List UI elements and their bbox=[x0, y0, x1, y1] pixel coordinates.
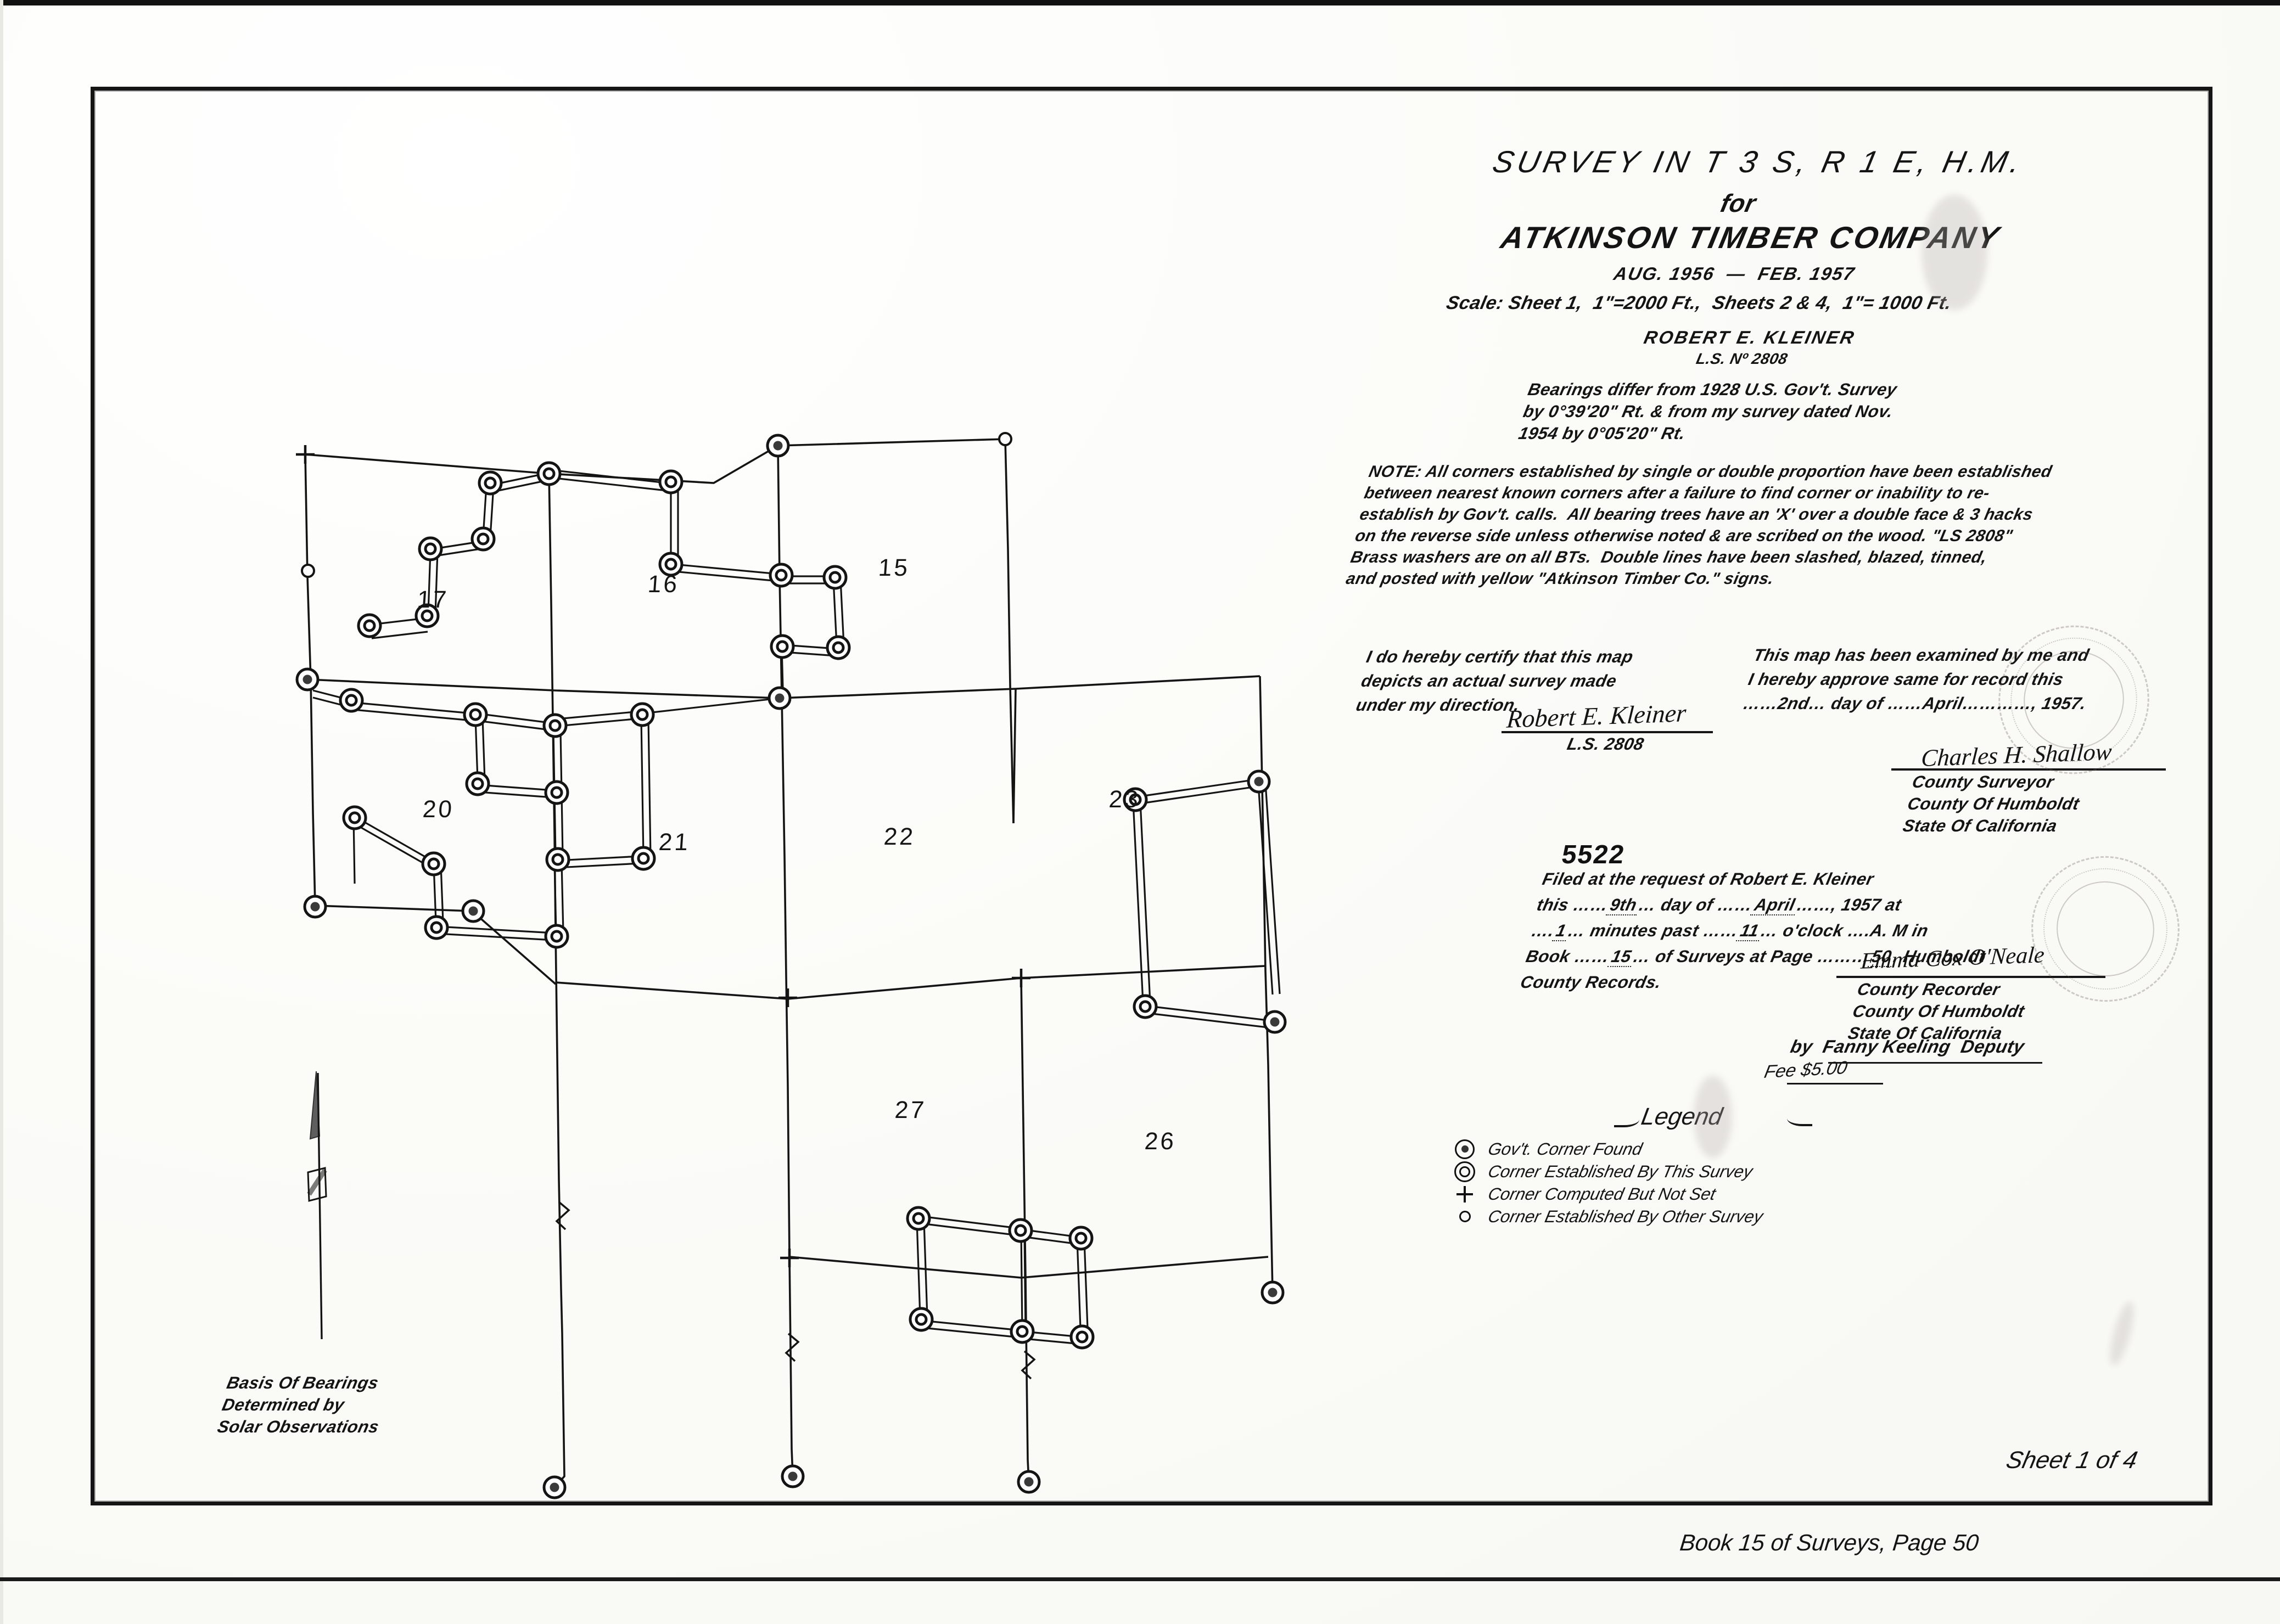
county-surveyor-roles: County Surveyor County Of Humboldt State… bbox=[1901, 771, 2086, 837]
section-label-27: 27 bbox=[894, 1097, 927, 1123]
map-scale-note: Scale: Sheet 1, 1"=2000 Ft., Sheets 2 & … bbox=[1444, 293, 1954, 313]
county-role-1: County Surveyor bbox=[1910, 772, 2056, 791]
book-page-caption: Book 15 of Surveys, Page 50 bbox=[1678, 1530, 1980, 1555]
surveyor-cert-line2: depicts an actual survey made bbox=[1359, 671, 1619, 690]
legend-label: Gov't. Corner Found bbox=[1486, 1139, 1644, 1159]
legend-item-corner-other-survey: Corner Established By Other Survey bbox=[1441, 1205, 1765, 1228]
filing-line1: Filed at the request of Robert E. Kleine… bbox=[1540, 869, 1876, 889]
legend-item-corner-established: Corner Established By This Survey bbox=[1441, 1160, 1763, 1183]
bearing-note-line3: 1954 by 0°05'20" Rt. bbox=[1516, 424, 1688, 443]
corner-computed-icon bbox=[1441, 1185, 1488, 1202]
filing-line5: County Records. bbox=[1519, 973, 1663, 992]
note-line-1: NOTE: All corners established by single … bbox=[1367, 463, 2054, 481]
county-surveyor-signature-line bbox=[1891, 768, 2166, 771]
county-cert-prefix: …… bbox=[1741, 694, 1780, 713]
legend-list: Gov't. Corner Found Corner Established B… bbox=[1441, 1138, 1765, 1228]
section-lines bbox=[304, 438, 1274, 1488]
filing-line3-a: …. bbox=[1530, 921, 1556, 940]
corner-other-survey-icon bbox=[1441, 1211, 1488, 1222]
legend-flourish-right bbox=[1787, 1113, 1812, 1126]
filing-line3-b: … minutes past …… bbox=[1566, 921, 1741, 940]
filing-line2: this ……9th… day of ……April……, 1957 at bbox=[1535, 895, 1903, 915]
basis-line2: Determined by bbox=[220, 1395, 346, 1414]
sheet-border-inner bbox=[94, 91, 2209, 1502]
section-label-15: 15 bbox=[877, 554, 911, 581]
note-line-6: and posted with yellow "Atkinson Timber … bbox=[1344, 570, 1776, 588]
fee-underline bbox=[1787, 1083, 1883, 1084]
legend-label: Corner Computed But Not Set bbox=[1486, 1184, 1718, 1204]
filing-line2-b: … day of …… bbox=[1637, 895, 1755, 914]
section-label-17: 17 bbox=[416, 586, 450, 613]
basis-of-bearings-note: Basis Of Bearings Determined by Solar Ob… bbox=[215, 1372, 390, 1438]
recorder-role-1: County Recorder bbox=[1855, 980, 2002, 999]
bearing-note-line1: Bearings differ from 1928 U.S. Gov't. Su… bbox=[1526, 380, 1899, 399]
section-label-16: 16 bbox=[647, 571, 680, 598]
surveyor-license: L.S. Nº 2808 bbox=[1694, 350, 1790, 367]
legend-label: Corner Established By This Survey bbox=[1486, 1161, 1755, 1181]
map-title-for: for bbox=[1718, 189, 1759, 217]
section-label-20: 20 bbox=[422, 796, 455, 823]
govt-corner-found-icon bbox=[1441, 1139, 1488, 1159]
note-line-2: between nearest known corners after a fa… bbox=[1362, 484, 1992, 502]
filing-line3-c: … o'clock ….A. M in bbox=[1758, 921, 1930, 940]
legend-label: Corner Established By Other Survey bbox=[1486, 1206, 1765, 1226]
surveyor-signature-line bbox=[1502, 731, 1713, 733]
line-break-marks bbox=[555, 1201, 1036, 1380]
section-label-23: 23 bbox=[1108, 786, 1141, 813]
scan-edge-top bbox=[0, 0, 2280, 5]
recorder-role-2: County Of Humboldt bbox=[1851, 1002, 2026, 1021]
scan-smudge bbox=[1694, 1076, 1732, 1158]
sheet-border bbox=[91, 87, 2212, 1505]
bearing-difference-note: Bearings differ from 1928 U.S. Gov't. Su… bbox=[1516, 379, 1900, 445]
surveyor-cert-line3: under my direction. bbox=[1354, 695, 1522, 715]
filing-month: April bbox=[1750, 895, 1800, 915]
filing-line4-b: … of Surveys at Page ……… bbox=[1631, 947, 1872, 966]
filing-line3: ….1… minutes past ……11… o'clock ….A. M i… bbox=[1530, 921, 1930, 941]
surveyed-double-lines bbox=[312, 469, 1281, 1345]
note-line-5: Brass washers are on all BTs. Double lin… bbox=[1349, 548, 1989, 566]
recorder-signature-line bbox=[1836, 976, 2105, 978]
legend-item-govt-corner-found: Gov't. Corner Found bbox=[1441, 1138, 1763, 1160]
section-label-21: 21 bbox=[658, 829, 691, 856]
surveyor-cert-line1: I do hereby certify that this map bbox=[1364, 647, 1635, 666]
county-role-2: County Of Humboldt bbox=[1906, 794, 2081, 813]
basis-line3: Solar Observations bbox=[215, 1417, 381, 1436]
north-arrow-icon bbox=[307, 1071, 327, 1340]
surveyor-name: ROBERT E. KLEINER bbox=[1642, 327, 1858, 347]
scan-smudge bbox=[1922, 195, 1987, 310]
scan-edge-bottom bbox=[0, 1577, 2280, 1581]
deputy-underline bbox=[1828, 1062, 2042, 1064]
section-label-26: 26 bbox=[1144, 1128, 1177, 1155]
county-cert-mid: … day of …… bbox=[1807, 694, 1925, 713]
legend-flourish-left bbox=[1614, 1114, 1639, 1127]
surveyor-signature-license: L.S. 2808 bbox=[1565, 734, 1646, 754]
note-line-4: on the reverse side unless otherwise not… bbox=[1353, 527, 2014, 545]
section-label-22: 22 bbox=[883, 823, 916, 850]
bearing-note-line2: by 0°39'20" Rt. & from my survey dated N… bbox=[1521, 402, 1895, 421]
filing-line2-c: ……, 1957 at bbox=[1795, 895, 1903, 914]
survey-note-block: NOTE: All corners established by single … bbox=[1344, 461, 2054, 589]
county-cert-day: 2nd bbox=[1776, 694, 1812, 713]
scan-edge-left bbox=[0, 0, 3, 1624]
legend-item-corner-computed: Corner Computed But Not Set bbox=[1441, 1183, 1763, 1205]
file-number: 5522 bbox=[1560, 840, 1627, 869]
filing-line2-a: this …… bbox=[1535, 895, 1610, 914]
county-cert-month: April bbox=[1920, 694, 1965, 713]
corner-established-icon bbox=[1441, 1161, 1488, 1182]
basis-line1: Basis Of Bearings bbox=[225, 1373, 380, 1392]
map-title: SURVEY IN T 3 S, R 1 E, H.M. bbox=[1489, 144, 2027, 179]
recorder-roles: County Recorder County Of Humboldt State… bbox=[1846, 979, 2031, 1044]
filing-line4-a: Book …… bbox=[1524, 947, 1612, 966]
recorder-deputy-line: by Fanny Keeling Deputy bbox=[1789, 1036, 2027, 1057]
map-title-dates: AUG. 1956 — FEB. 1957 bbox=[1612, 263, 1857, 284]
note-line-3: establish by Gov't. calls. All bearing t… bbox=[1358, 505, 2035, 524]
filing-day: 9th bbox=[1606, 895, 1641, 915]
county-role-3: State Of California bbox=[1901, 816, 2059, 835]
sheet-number-label: Sheet 1 of 4 bbox=[2003, 1447, 2140, 1474]
